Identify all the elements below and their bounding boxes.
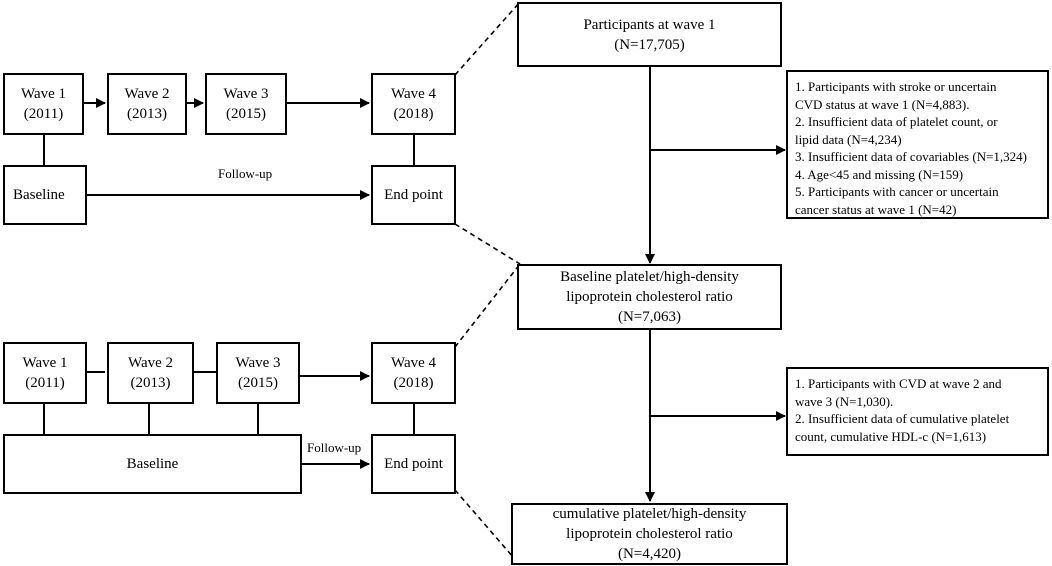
- baseline-ratio-line2: lipoprotein cholesterol ratio: [566, 289, 733, 305]
- baseline-ratio-box: Baseline platelet/high-density lipoprote…: [517, 264, 782, 330]
- exclusion-line: lipid data (N=4,234): [795, 131, 902, 147]
- wave3-box-bottom: Wave 3 (2015): [216, 342, 300, 404]
- wave1-box-bottom: Wave 1 (2011): [3, 342, 87, 404]
- cumulative-ratio-box: cumulative platelet/high-density lipopro…: [511, 503, 788, 565]
- wave2-label: Wave 2: [124, 86, 170, 102]
- zoom-line-top-lower: [454, 223, 521, 265]
- exclusions-box-1: 1. Participants with stroke or uncertain…: [786, 70, 1049, 219]
- exclusion-line: count, cumulative HDL-c (N=1,613): [795, 428, 987, 444]
- zoom-line-bottom-lower: [454, 489, 521, 566]
- exclusion-line: 3. Insufficient data of covariables (N=1…: [795, 149, 1027, 164]
- exclusion-line: 1. Participants with CVD at wave 2 and: [795, 376, 1002, 391]
- zoom-line-top-upper: [454, 1, 521, 76]
- cumulative-ratio-line2: lipoprotein cholesterol ratio: [566, 526, 733, 542]
- wave3-year: (2015): [226, 106, 266, 122]
- endpoint-label: End point: [384, 187, 443, 203]
- wave2-year: (2013): [127, 106, 167, 122]
- follow-up-label-bottom: Follow-up: [307, 440, 362, 455]
- endpoint-label: End point: [384, 456, 443, 472]
- zoom-line-bottom-upper: [454, 263, 521, 348]
- baseline-ratio-count: (N=7,063): [617, 309, 682, 325]
- wave3-label: Wave 3: [235, 355, 281, 371]
- cumulative-ratio-line1: cumulative platelet/high-density: [552, 506, 747, 522]
- participants-count: (N=17,705): [614, 36, 685, 53]
- wave4-year: (2018): [393, 375, 434, 391]
- endpoint-box-bottom: End point: [371, 434, 456, 494]
- participants-title: Participants at wave 1: [583, 16, 716, 33]
- follow-up-label-top: Follow-up: [218, 166, 273, 181]
- wave3-year: (2015): [238, 375, 278, 391]
- wave1-label: Wave 1: [20, 86, 67, 102]
- endpoint-box-top: End point: [371, 165, 456, 225]
- exclusion-line: 4. Age<45 and missing (N=159): [795, 166, 964, 182]
- exclusion-line: CVD status at wave 1 (N=4,883).: [795, 96, 970, 112]
- participants-box: Participants at wave 1 (N=17,705): [517, 2, 782, 67]
- wave4-year: (2018): [393, 106, 434, 122]
- baseline-ratio-line1: Baseline platelet/high-density: [560, 269, 739, 285]
- wave3-label: Wave 3: [223, 86, 269, 102]
- wave1-box-top: Wave 1 (2011): [3, 73, 84, 135]
- wave4-box-top: Wave 4 (2018): [371, 73, 456, 135]
- exclusion-line: wave 3 (N=1,030).: [795, 393, 894, 409]
- baseline-label: Baseline: [126, 456, 179, 472]
- wave1-label: Wave 1: [22, 355, 68, 371]
- wave4-box-bottom: Wave 4 (2018): [371, 342, 456, 404]
- exclusion-line: 2. Insufficient data of platelet count, …: [795, 114, 998, 129]
- exclusions-box-2: 1. Participants with CVD at wave 2 and w…: [786, 367, 1049, 456]
- wave4-label: Wave 4: [390, 86, 437, 102]
- wave1-year: (2011): [23, 106, 64, 122]
- wave4-label: Wave 4: [390, 355, 437, 371]
- wave2-box-bottom: Wave 2 (2013): [107, 342, 194, 404]
- cumulative-ratio-count: (N=4,420): [617, 546, 682, 562]
- baseline-box-bottom: Baseline: [3, 434, 302, 494]
- wave2-box-top: Wave 2 (2013): [107, 73, 187, 135]
- exclusion-line: 1. Participants with stroke or uncertain: [795, 79, 997, 94]
- exclusion-line: cancer status at wave 1 (N=42): [795, 201, 957, 217]
- wave1-year: (2011): [25, 375, 65, 391]
- baseline-box-top: Baseline: [3, 165, 87, 225]
- wave2-year: (2013): [130, 375, 171, 391]
- exclusion-line: 5. Participants with cancer or uncertain: [795, 184, 999, 199]
- wave2-label: Wave 2: [127, 355, 174, 371]
- exclusion-line: 2. Insufficient data of cumulative plate…: [795, 411, 1010, 426]
- baseline-label: Baseline: [13, 187, 65, 203]
- wave3-box-top: Wave 3 (2015): [205, 73, 287, 135]
